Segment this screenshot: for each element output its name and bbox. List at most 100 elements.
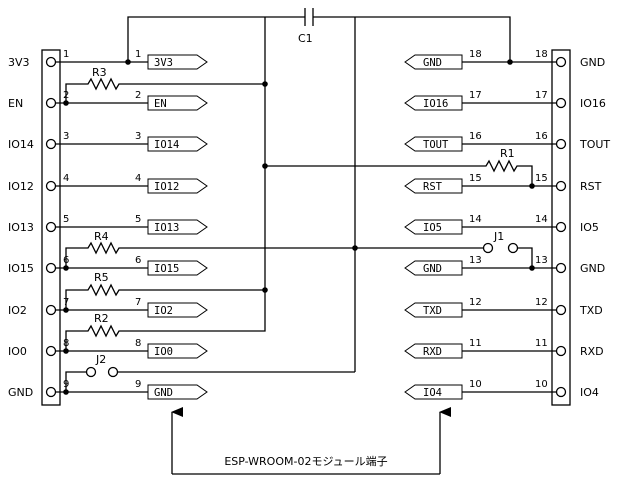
j1-label: J1 — [493, 230, 504, 243]
left-header-pin-number: 5 — [63, 214, 69, 225]
junction-dot — [262, 287, 268, 293]
right-module-pin-label: RST — [423, 181, 443, 193]
right-module-pin-label: RXD — [423, 346, 442, 358]
right-module-pin-number: 17 — [469, 90, 482, 101]
left-module-pin-label: IO2 — [154, 305, 173, 317]
left-module-pins — [147, 54, 208, 400]
left-pin-circle — [45, 345, 57, 357]
right-pin-circle — [555, 345, 567, 357]
left-pin-circle — [45, 221, 57, 233]
capacitor-c1: C1 — [127, 8, 511, 62]
left-module-pin-labels: 3V3 EN IO14 IO12 IO13 IO15 IO2 IO0 GND — [154, 57, 179, 399]
right-module-pin-numbers: 18 17 16 15 14 13 12 11 10 — [469, 49, 482, 390]
junction-dot — [63, 265, 69, 271]
right-header-pin-number: 18 — [535, 49, 548, 60]
left-pin-circle — [45, 138, 57, 150]
r2-label: R2 — [94, 312, 109, 325]
right-side-label: IO16 — [580, 97, 606, 110]
right-pin-circle — [555, 304, 567, 316]
left-side-label: IO2 — [8, 304, 27, 317]
left-module-pin-number: 3 — [135, 131, 141, 142]
left-pin-wires — [56, 61, 148, 393]
right-pin-wires — [462, 61, 556, 393]
right-module-pin-label: IO16 — [423, 98, 448, 110]
right-pin-circle — [555, 386, 567, 398]
r5-label: R5 — [94, 271, 109, 284]
right-pin-circle — [555, 56, 567, 68]
left-header-pin-number: 1 — [63, 49, 69, 60]
right-header-pin-number: 10 — [535, 379, 548, 390]
right-module-pin-number: 10 — [469, 379, 482, 390]
module-caption: ESP-WROOM-02モジュール端子 — [224, 455, 387, 468]
jumper-j2: J2 — [65, 353, 355, 392]
left-side-label: 3V3 — [8, 56, 30, 69]
right-header-pin-number: 15 — [535, 173, 548, 184]
right-pin-circle — [555, 180, 567, 192]
right-module-pin-number: 11 — [469, 338, 482, 349]
left-side-label: IO12 — [8, 180, 34, 193]
left-pin-circle — [45, 386, 57, 398]
left-pin-circle — [45, 97, 57, 109]
right-module-pin-labels: GND IO16 TOUT RST IO5 GND TXD RXD IO4 — [423, 57, 449, 399]
right-module-pin-number: 15 — [469, 173, 482, 184]
junction-dot — [63, 307, 69, 313]
left-module-pin-numbers: 1 2 3 4 5 6 7 8 9 — [135, 49, 141, 390]
j2-label: J2 — [95, 353, 106, 366]
right-side-label: IO5 — [580, 221, 599, 234]
right-pin-circle — [555, 262, 567, 274]
left-module-pin-number: 1 — [135, 49, 141, 60]
left-module-pin-number: 2 — [135, 90, 141, 101]
left-module-pin-label: IO15 — [154, 263, 179, 275]
left-module-pin-shape — [147, 136, 208, 152]
junction-dot — [63, 100, 69, 106]
r3-label: R3 — [92, 66, 107, 79]
right-header-pin-numbers: 18 17 16 15 14 13 12 11 10 — [535, 49, 548, 390]
left-side-label: IO14 — [8, 138, 34, 151]
right-side-label: IO4 — [580, 386, 599, 399]
left-module-pin-shape — [147, 178, 208, 194]
right-module-pin-number: 14 — [469, 214, 482, 225]
junction-dot — [262, 81, 268, 87]
r4-label: R4 — [94, 230, 109, 243]
left-module-pin-shape — [147, 95, 208, 111]
left-module-pin-number: 5 — [135, 214, 141, 225]
right-header-pin-number: 12 — [535, 297, 548, 308]
resistor-r1: R1 — [265, 147, 533, 186]
left-module-pin-shape — [147, 343, 208, 359]
left-side-label: IO13 — [8, 221, 34, 234]
module-callout: ESP-WROOM-02モジュール端子 — [171, 407, 451, 475]
left-module-pin-number: 8 — [135, 338, 141, 349]
right-pin-circle — [555, 138, 567, 150]
left-module-pin-shape — [147, 260, 208, 276]
right-header-pin-number: 17 — [535, 90, 548, 101]
c1-label: C1 — [298, 32, 313, 45]
right-module-pin-number: 16 — [469, 131, 482, 142]
junction-dot — [529, 183, 535, 189]
left-side-label: GND — [8, 386, 33, 399]
junction-dot — [529, 265, 535, 271]
left-module-pin-number: 9 — [135, 379, 141, 390]
left-module-pin-label: IO14 — [154, 139, 179, 151]
right-header-pin-number: 14 — [535, 214, 548, 225]
right-module-pin-number: 13 — [469, 255, 482, 266]
junction-dot — [262, 163, 268, 169]
left-module-pin-label: GND — [154, 387, 173, 399]
r1-label: R1 — [500, 147, 515, 160]
left-module-pin-number: 6 — [135, 255, 141, 266]
left-module-pin-number: 7 — [135, 297, 141, 308]
left-module-pin-label: IO13 — [154, 222, 179, 234]
left-module-pin-label: IO0 — [154, 346, 173, 358]
right-module-pin-number: 18 — [469, 49, 482, 60]
left-header-pin-number: 4 — [63, 173, 69, 184]
right-header-pin-number: 13 — [535, 255, 548, 266]
left-module-pin-shape — [147, 54, 208, 70]
left-module-pin-shape — [147, 384, 208, 400]
right-module-pin-label: GND — [423, 263, 442, 275]
left-pin-circle — [45, 180, 57, 192]
left-module-pin-label: 3V3 — [154, 57, 173, 69]
right-pin-circle — [555, 97, 567, 109]
resistor-r4: R4 — [65, 230, 483, 268]
jumper-j1: J1 — [482, 230, 533, 268]
junction-dot — [125, 59, 131, 65]
right-side-label: TOUT — [579, 138, 610, 151]
